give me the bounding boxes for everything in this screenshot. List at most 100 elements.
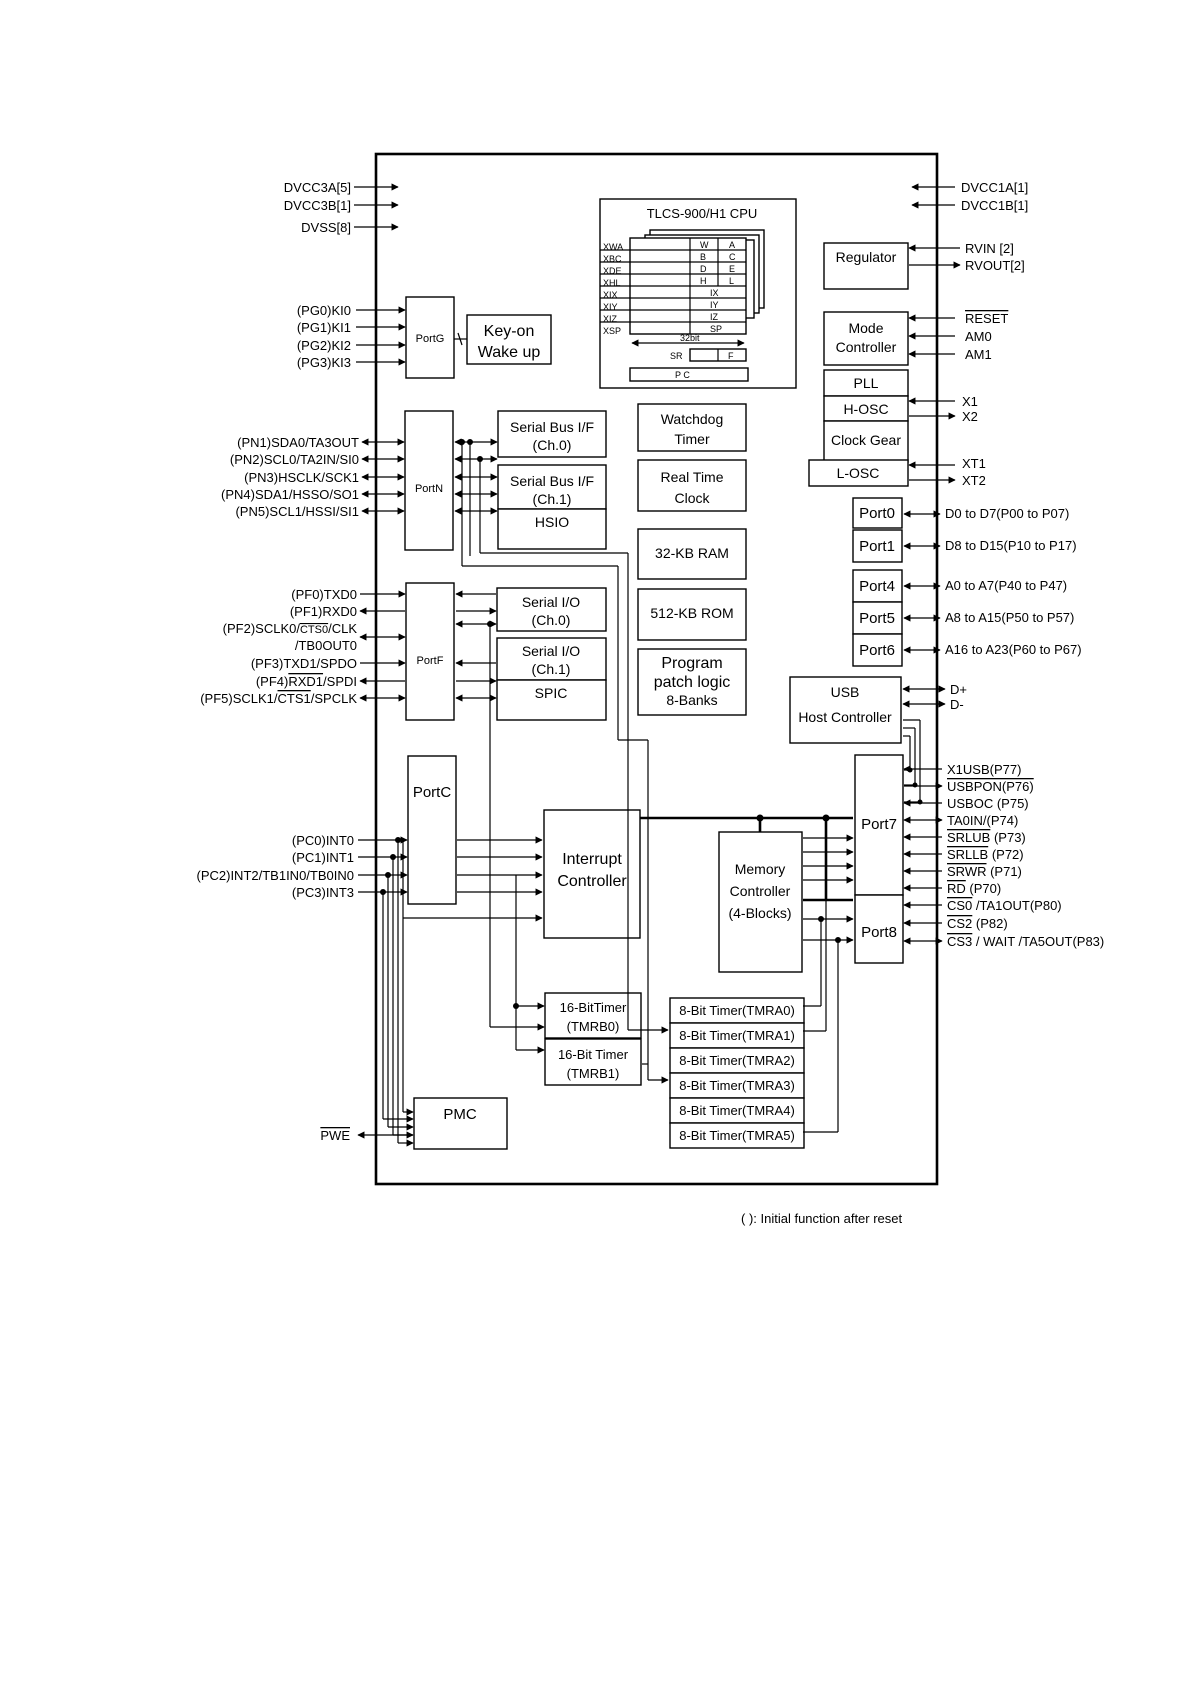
sbif0-label-1: Serial Bus I/F — [510, 419, 594, 435]
mode-label-2: Controller — [836, 339, 897, 355]
tmra-group: 8-Bit Timer(TMRA0)8-Bit Timer(TMRA1)8-Bi… — [617, 553, 839, 1149]
pin-pc1: (PC1)INT1 — [292, 850, 354, 865]
sbif0-label-2: (Ch.0) — [533, 437, 572, 453]
patch-label-3: 8-Banks — [666, 692, 717, 708]
pin-am1: AM1 — [965, 347, 992, 362]
losc-label: L-OSC — [837, 465, 880, 481]
portg-label: PortG — [416, 333, 445, 345]
pin-xt1: XT1 — [962, 456, 986, 471]
memctl-label-3: (4-Blocks) — [728, 905, 791, 921]
memctl-label-1: Memory — [735, 861, 786, 877]
keyon-label-2: Wake up — [478, 344, 541, 361]
pin-p83: CS3 / WAIT /TA5OUT(P83) — [947, 934, 1104, 949]
wdt-label-1: Watchdog — [661, 411, 724, 427]
pin-p73: SRLUB (P73) — [947, 830, 1026, 845]
tmra-1-label: 8-Bit Timer(TMRA1) — [679, 1028, 795, 1043]
tmra-1-block — [669, 1022, 805, 1049]
mode-block — [823, 311, 909, 366]
left-power-pins: DVCC3A[5] DVCC3B[1] DVSS[8] — [284, 180, 399, 235]
footnote: ( ): Initial function after reset — [741, 1211, 903, 1226]
port5-label: Port5 — [859, 610, 895, 627]
reg-h: H — [700, 276, 707, 286]
rom-block — [637, 588, 747, 641]
port1-block — [852, 529, 903, 563]
port0-block — [852, 497, 903, 529]
spic-label: SPIC — [535, 685, 568, 701]
sio0-label-2: (Ch.0) — [532, 612, 571, 628]
reg-xhl: XHL — [603, 278, 621, 288]
sbif1-label-2: (Ch.1) — [533, 491, 572, 507]
pin-pf1: (PF1)RXD0 — [290, 604, 357, 619]
sio0-block — [496, 587, 607, 632]
pin-dvcc1a: DVCC1A[1] — [961, 180, 1028, 195]
portf-label: PortF — [417, 655, 444, 667]
sio1-block — [496, 637, 607, 681]
tmrb1-label-1: 16-Bit Timer — [558, 1047, 629, 1062]
clockgear-block — [823, 420, 909, 463]
memctl-label-2: Controller — [730, 883, 791, 899]
reg-xiy: XIY — [603, 302, 618, 312]
memctl-group: Memory Controller (4-Blocks) — [640, 814, 854, 973]
sio1-label-2: (Ch.1) — [532, 661, 571, 677]
center-peripherals: Watchdog Timer Real Time Clock 32-KB RAM… — [637, 403, 747, 716]
hosc-label: H-OSC — [843, 401, 888, 417]
pll-block — [823, 369, 909, 397]
pin-p71: SRWR (P71) — [947, 864, 1022, 879]
reg-c: C — [729, 252, 736, 262]
rtc-label-2: Clock — [674, 490, 710, 506]
tmra-5-block — [669, 1122, 805, 1149]
pin-p76: USBPON(P76) — [947, 779, 1034, 794]
pin-pf2: (PF2)SCLK0/CTS0/CLK — [223, 621, 358, 636]
hsio-label: HSIO — [535, 514, 569, 530]
pin-dplus: D+ — [950, 682, 967, 697]
reg-w: W — [700, 240, 709, 250]
reg-xix: XIX — [603, 290, 618, 300]
pin-reset: RESET — [965, 311, 1008, 326]
portn-group: PortN Serial Bus I/F (Ch.0) Serial Bus I… — [221, 410, 628, 567]
pin-pg0: (PG0)KI0 — [297, 303, 351, 318]
hosc-block — [823, 395, 909, 422]
reg-xiz: XIZ — [603, 314, 618, 324]
port8-label: Port8 — [861, 924, 897, 941]
tmrb-group: 16-BitTimer (TMRB0) 16-Bit Timer (TMRB1) — [490, 875, 642, 1086]
mode-label-1: Mode — [848, 320, 883, 336]
pin-rvout: RVOUT[2] — [965, 258, 1025, 273]
sio0-label-1: Serial I/O — [522, 594, 580, 610]
tmrb1-block — [544, 1038, 642, 1086]
pin-port4: A0 to A7(P40 to P47) — [945, 578, 1067, 593]
pin-pf3: (PF3)TXD1/SPDO — [251, 656, 357, 671]
pin-pn5: (PN5)SCL1/HSSI/SI1 — [235, 504, 359, 519]
pll-label: PLL — [854, 375, 879, 391]
tmra-4-label: 8-Bit Timer(TMRA4) — [679, 1103, 795, 1118]
losc-block — [808, 459, 909, 487]
usb-label-2: Host Controller — [798, 709, 892, 725]
pin-p74: TA0IN/(P74) — [947, 813, 1018, 828]
wdt-label-2: Timer — [674, 431, 710, 447]
pin-pc2: (PC2)INT2/TB1IN0/TB0IN0 — [197, 868, 355, 883]
tmra-4-block — [669, 1097, 805, 1124]
reg-f: F — [728, 351, 734, 361]
reg-xde: XDE — [603, 266, 622, 276]
patch-label-1: Program — [661, 655, 722, 672]
pin-pn1: (PN1)SDA0/TA3OUT — [237, 435, 359, 450]
pin-pg1: (PG1)KI1 — [297, 320, 351, 335]
pin-p75: USBOC (P75) — [947, 796, 1029, 811]
reg-a: A — [729, 240, 735, 250]
reg-pc: P C — [675, 370, 690, 380]
pmc-block — [413, 1097, 508, 1150]
pin-x2: X2 — [962, 409, 978, 424]
reg-iz: IZ — [710, 312, 719, 322]
tmrb0-label-1: 16-BitTimer — [560, 1000, 627, 1015]
pin-dvcc3a: DVCC3A[5] — [284, 180, 351, 195]
portn-block — [404, 410, 454, 551]
pin-p77: X1USB(P77) — [947, 762, 1021, 777]
portc-label: PortC — [413, 784, 452, 801]
reg-l: L — [729, 276, 734, 286]
reg-xwa: XWA — [603, 242, 623, 252]
patch-label-2: patch logic — [654, 674, 731, 691]
intc-label-1: Interrupt — [562, 851, 622, 868]
usb-label-1: USB — [831, 684, 860, 700]
keyon-label-1: Key-on — [484, 323, 535, 340]
port6-label: Port6 — [859, 642, 895, 659]
